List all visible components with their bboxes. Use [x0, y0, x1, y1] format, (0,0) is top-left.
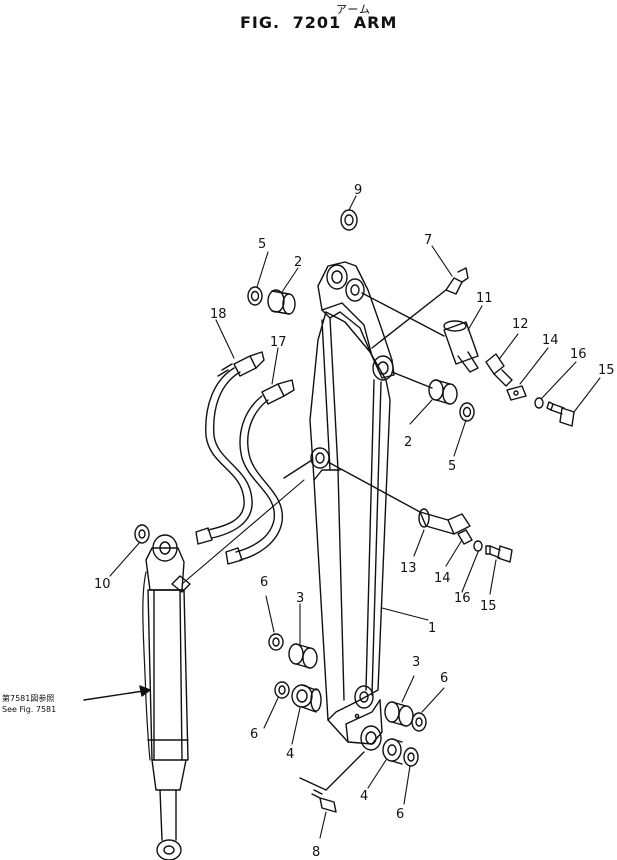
bolt-15-mid [485, 545, 513, 563]
callout-7: 7 [424, 233, 432, 248]
washer-16-mid [473, 540, 483, 552]
callout-13: 13 [400, 561, 417, 576]
arm-body [309, 261, 395, 751]
callout-6b: 6 [250, 727, 258, 742]
callout-1: 1 [428, 621, 436, 636]
washer-10 [134, 524, 150, 544]
callout-15b: 15 [480, 599, 497, 614]
bushing-2-top [267, 289, 296, 315]
pin-13 [327, 461, 471, 535]
callout-14b: 14 [434, 571, 451, 586]
leader-lines [109, 195, 601, 839]
callout-16a: 16 [570, 347, 587, 362]
reference-note-en: See Fig. 7581 [2, 705, 57, 714]
callout-14a: 14 [542, 333, 559, 348]
callout-6d: 6 [396, 807, 404, 822]
hose-18 [195, 351, 265, 545]
lock-bolt-12 [485, 353, 513, 387]
callout-5b: 5 [448, 459, 456, 474]
callout-15a: 15 [598, 363, 615, 378]
callout-4b: 4 [360, 789, 368, 804]
callout-17: 17 [270, 335, 287, 350]
seal-6-lower-left [274, 681, 290, 699]
callout-2a: 2 [294, 255, 302, 270]
washer-9 [340, 209, 358, 231]
seal-6-right [411, 712, 427, 732]
seal-5-top [247, 286, 263, 306]
grease-fitting-8 [299, 751, 365, 813]
pin-11 [361, 292, 479, 373]
callout-11: 11 [476, 291, 493, 306]
callout-3a: 3 [296, 591, 304, 606]
seal-6-right-lower [403, 747, 419, 767]
bushing-2-right [428, 379, 458, 405]
plate-14-top [506, 385, 527, 401]
callout-6c: 6 [440, 671, 448, 686]
grease-fitting-7 [371, 267, 469, 349]
bushing-3-left [288, 643, 318, 669]
seal-5-right [459, 402, 475, 422]
callout-6a: 6 [260, 575, 268, 590]
hose-17 [225, 379, 295, 565]
callout-9: 9 [354, 183, 362, 198]
callout-12: 12 [512, 317, 529, 332]
washer-16-top [534, 397, 544, 409]
callout-4a: 4 [286, 747, 294, 762]
figure-title: FIG. 7201 ARM [240, 13, 398, 32]
figure-subtitle-jp: アーム [336, 3, 372, 16]
bushing-4-right [382, 738, 403, 765]
callout-18: 18 [210, 307, 227, 322]
bushing-4-left [291, 684, 322, 713]
bolt-15-top [546, 401, 575, 427]
reference-note: 第7581図参照 See Fig. 7581 [2, 693, 56, 715]
callout-2b: 2 [404, 435, 412, 450]
seal-6-left [268, 633, 284, 651]
callout-10: 10 [94, 577, 111, 592]
reference-note-jp: 第7581図参照 [2, 694, 55, 703]
callout-16b: 16 [454, 591, 471, 606]
callout-3b: 3 [412, 655, 420, 670]
arm-cylinder [142, 534, 191, 860]
plate-14-mid [457, 529, 473, 545]
callout-labels: 1 2 2 3 3 4 4 5 5 6 6 6 6 7 8 9 10 11 12… [94, 183, 615, 860]
callout-8: 8 [312, 845, 320, 860]
bushing-3-right [384, 701, 414, 727]
callout-5a: 5 [258, 237, 266, 252]
